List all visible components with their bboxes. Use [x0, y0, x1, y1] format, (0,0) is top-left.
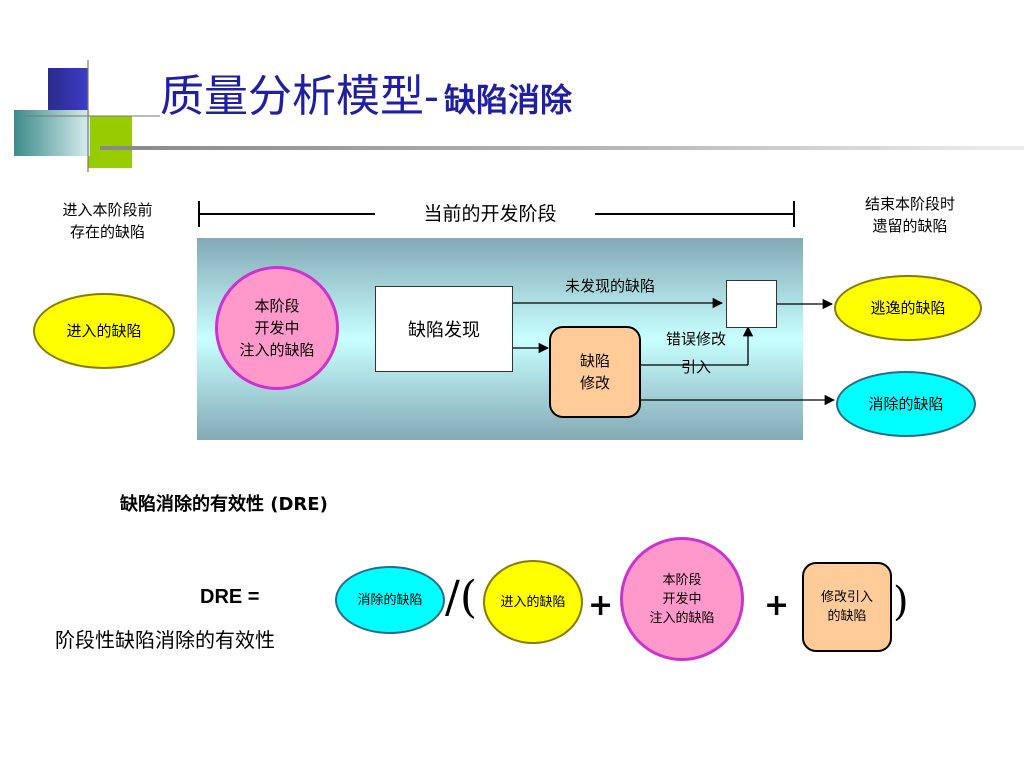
formula-fix-label: 修改引入 的缺陷	[820, 590, 873, 624]
node-removed-label: 消除的缺陷	[868, 395, 944, 413]
title-underline	[100, 146, 1024, 150]
node-incoming-label: 进入的缺陷	[66, 322, 142, 340]
stage-label: 当前的开发阶段	[423, 202, 557, 225]
node-incoming-defects: 进入的缺陷	[33, 293, 175, 369]
formula-plus-1: +	[588, 588, 614, 623]
formula-plus-2: +	[764, 588, 790, 623]
formula-fix-injected: 修改引入 的缺陷	[802, 562, 892, 652]
node-escaped-label: 逃逸的缺陷	[870, 299, 946, 317]
title-sub: 缺陷消除	[443, 81, 572, 119]
formula-injected-defects: 本阶段 开发中 注入的缺陷	[620, 537, 744, 661]
node-removed-defects: 消除的缺陷	[836, 371, 976, 437]
node-defect-detection: 缺陷发现	[375, 286, 513, 372]
stage-span	[197, 199, 797, 229]
node-escaped-defects: 逃逸的缺陷	[834, 275, 982, 341]
formula-close: )	[893, 579, 909, 625]
formula-removed-defects: 消除的缺陷	[335, 566, 445, 634]
label-undetected: 未发现的缺陷	[564, 277, 655, 295]
title-main: 质量分析模型-	[160, 71, 439, 122]
formula-removed-label: 消除的缺陷	[357, 592, 423, 608]
node-injected-label: 本阶段 开发中 注入的缺陷	[239, 297, 315, 359]
formula-divide-open: /(	[445, 572, 477, 623]
slide-title: 质量分析模型- 缺陷消除	[160, 60, 572, 130]
formula-incoming-defects: 进入的缺陷	[483, 560, 583, 644]
node-injected-defects: 本阶段 开发中 注入的缺陷	[215, 266, 339, 390]
corner-logo	[0, 60, 160, 180]
dre-heading: 缺陷消除的有效性 (DRE)	[120, 494, 328, 515]
label-after-stage: 结束本阶段时 遗留的缺陷	[864, 195, 955, 235]
formula-injected-label: 本阶段 开发中 注入的缺陷	[649, 572, 715, 626]
node-defect-fix: 缺陷 修改	[549, 326, 641, 418]
dre-description: 阶段性缺陷消除的有效性	[55, 628, 275, 652]
node-detection-label: 缺陷发现	[408, 320, 480, 341]
formula-incoming-label: 进入的缺陷	[500, 594, 566, 610]
label-before-stage: 进入本阶段前 存在的缺陷	[62, 201, 153, 241]
node-fix-label: 缺陷 修改	[579, 352, 610, 392]
node-merge-box	[726, 280, 777, 328]
dre-label: DRE =	[200, 586, 260, 608]
label-bad-fix: 错误修改 引入	[665, 330, 726, 376]
